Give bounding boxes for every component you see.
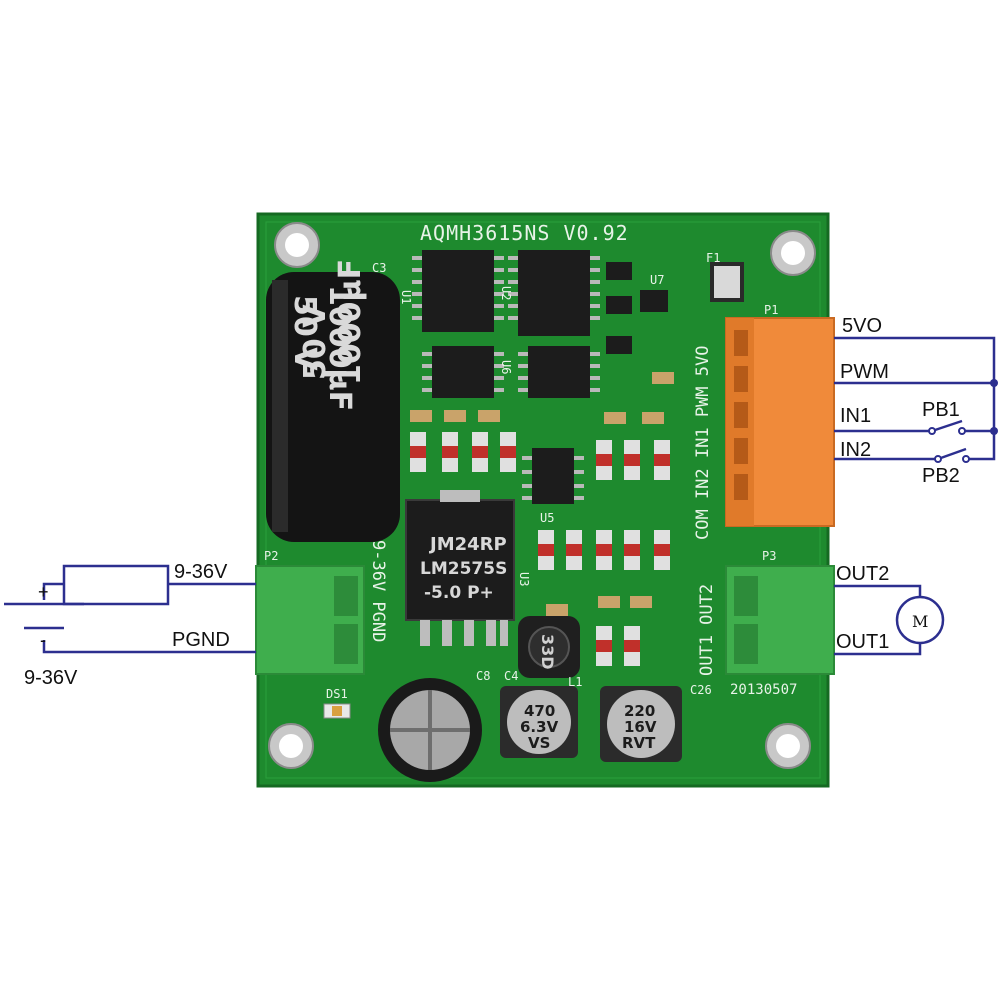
- junction-dot-pwm: [990, 379, 998, 387]
- battery-symbol: [4, 602, 84, 630]
- regulator-line-2: LM2575S: [420, 559, 507, 579]
- pcb-board: AQMH3615NS V0.92 1000µF 50 V 1000µF 50 V…: [255, 212, 835, 788]
- board-title: AQMH3615NS V0.92: [420, 221, 629, 245]
- wire-out2: [834, 584, 922, 597]
- switch-contacts: [928, 427, 970, 463]
- mounting-hole-tr: [770, 230, 816, 276]
- electrolytic-cap-c8: [378, 678, 482, 782]
- big-cap-value-2: 50 V: [287, 295, 322, 371]
- ref-u1: U1: [399, 290, 413, 304]
- fuse-f1: [710, 262, 744, 302]
- label-supply: 9-36V: [174, 561, 228, 583]
- ref-c8: C8: [476, 669, 490, 683]
- wire-ground: [42, 640, 256, 654]
- switch-pb2-blade: [937, 447, 967, 461]
- wire-supply-left: [42, 582, 64, 600]
- ic-u6: [422, 346, 504, 398]
- ref-u6: U6: [499, 360, 513, 374]
- mounting-hole-bl: [268, 723, 314, 769]
- mounting-hole-br: [765, 723, 811, 769]
- led-ds1: [323, 703, 351, 719]
- cap-470-line-1: 470: [524, 702, 555, 720]
- smd-cap-220: 220 16V RVT: [600, 686, 682, 762]
- label-pb1: PB1: [922, 399, 960, 421]
- battery-minus: -: [40, 630, 46, 650]
- cap-220-line-1: 220: [624, 702, 655, 720]
- ref-u3: U3: [517, 572, 531, 586]
- regulator-line-1: JM24RP: [428, 534, 507, 555]
- diode-array: [410, 432, 670, 666]
- ref-c3: C3: [372, 261, 386, 275]
- ref-u5: U5: [540, 511, 554, 525]
- ref-l1: L1: [568, 675, 582, 689]
- label-pwm: PWM: [840, 361, 889, 383]
- ref-c4: C4: [504, 669, 518, 683]
- terminal-p1: [725, 317, 835, 527]
- big-electrolytic-capacitor: 1000µF 50 V 1000µF 50 V: [266, 259, 400, 542]
- label-ground: PGND: [172, 629, 230, 651]
- label-out1: OUT1: [836, 631, 889, 653]
- big-cap-value-3: 1000µF: [333, 259, 368, 385]
- supply-resistor: [62, 564, 170, 606]
- cap-470-line-2: 6.3V: [520, 718, 559, 736]
- ref-u2: U2: [499, 286, 513, 300]
- chip-capacitors: [410, 372, 674, 616]
- terminal-p3: [725, 565, 835, 675]
- smd-cap-470: 470 6.3V VS: [500, 686, 578, 758]
- ref-p1: P1: [764, 303, 778, 317]
- ic-u2: [508, 250, 600, 336]
- battery-plus: +: [38, 582, 49, 602]
- motor-label: M: [912, 612, 928, 631]
- date-code: 20130507: [730, 682, 797, 698]
- cap-470-line-3: VS: [528, 734, 550, 752]
- wire-5vo: [834, 336, 996, 430]
- big-cap-value-4: 50 V: [298, 304, 333, 380]
- wire-pb2-right: [966, 430, 996, 461]
- wire-out1: [834, 643, 922, 656]
- supply-silk: 9-36V PGND: [368, 540, 388, 642]
- inductor-label: 33D: [538, 634, 557, 670]
- ref-p3: P3: [762, 549, 776, 563]
- regulator-u3: JM24RP LM2575S -5.0 P+: [405, 490, 515, 646]
- ctrl-silk: COM IN2 IN1 PWM 5VO: [693, 346, 713, 540]
- ic-u1: [412, 250, 504, 332]
- ic-u5: [522, 448, 584, 504]
- small-transistors: [606, 262, 668, 354]
- ref-u7: U7: [650, 273, 664, 287]
- out-silk: OUT1 OUT2: [697, 584, 717, 676]
- terminal-p2: [255, 565, 365, 675]
- label-pb2: PB2: [922, 465, 960, 487]
- ref-ds1: DS1: [326, 687, 348, 701]
- label-out2: OUT2: [836, 563, 889, 585]
- junction-dot-pb1: [990, 427, 998, 435]
- label-battery: 9-36V: [24, 667, 78, 689]
- ic-u4: [518, 346, 600, 398]
- ref-c26: C26: [690, 683, 712, 697]
- cap-220-line-3: RVT: [622, 734, 656, 752]
- switch-pb1-blade: [931, 419, 963, 433]
- label-5vo: 5VO: [842, 315, 882, 337]
- external-wiring: [42, 336, 996, 656]
- big-cap-value-1: 1000µF: [322, 285, 357, 411]
- mounting-hole-tl: [274, 222, 320, 268]
- regulator-line-3: -5.0 P+: [424, 583, 494, 603]
- label-in1: IN1: [840, 405, 871, 427]
- inductor-l1: 33D: [518, 616, 580, 678]
- ref-p2: P2: [264, 549, 278, 563]
- ref-f1: F1: [706, 251, 720, 265]
- cap-220-line-2: 16V: [624, 718, 657, 736]
- motor-symbol: M: [895, 595, 945, 645]
- label-in2: IN2: [840, 439, 871, 461]
